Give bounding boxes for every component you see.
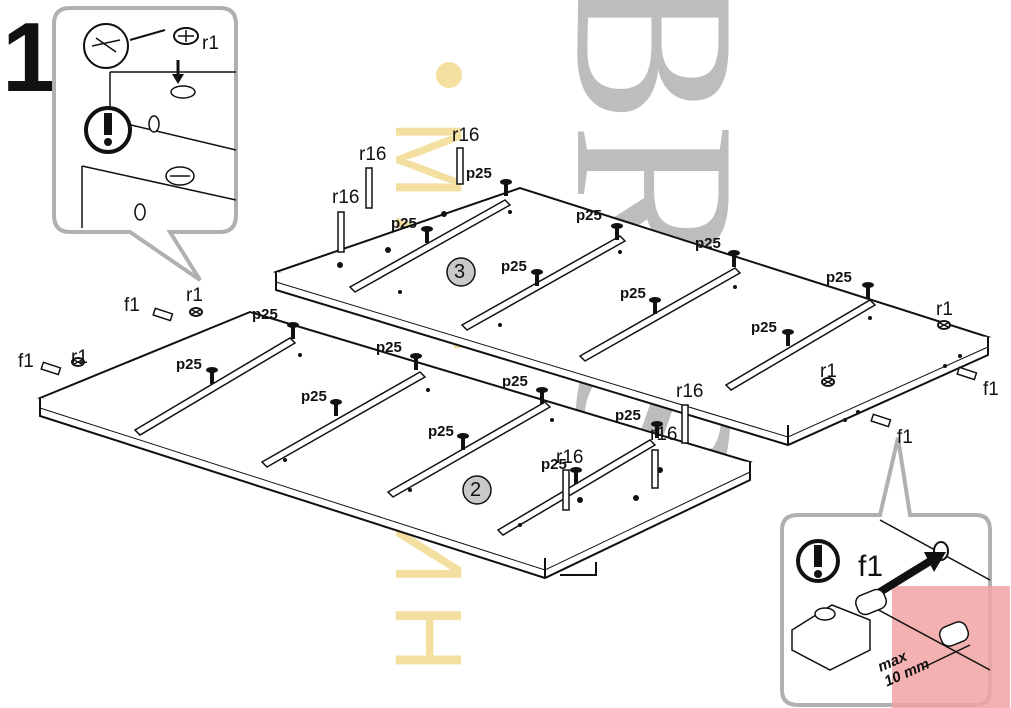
label-r16: r16 — [359, 144, 387, 165]
label-p25: p25 — [176, 356, 202, 373]
label-p25: p25 — [826, 269, 852, 286]
callout-top — [52, 6, 238, 282]
label-r1: r1 — [71, 347, 88, 368]
label-p25: p25 — [695, 235, 721, 252]
watermark-dot — [436, 62, 462, 88]
label-r16: r16 — [676, 381, 704, 402]
panel-3 — [272, 186, 991, 447]
label-f1: f1 — [124, 295, 140, 316]
label-f1: f1 — [983, 379, 999, 400]
label-p25: p25 — [751, 319, 777, 336]
label-f1: f1 — [858, 550, 884, 583]
label-r1: r1 — [820, 361, 837, 382]
label-p25: p25 — [301, 388, 327, 405]
label-r16: r16 — [452, 125, 480, 146]
label-p25: p25 — [620, 285, 646, 302]
panel-number-2: 2 — [470, 479, 482, 501]
label-p25: p25 — [615, 407, 641, 424]
panel-2 — [37, 310, 753, 580]
label-r16: r16 — [332, 187, 360, 208]
label-p25: p25 — [428, 423, 454, 440]
label-r1: r1 — [202, 33, 219, 54]
label-p25: p25 — [576, 207, 602, 224]
step-number: 1 — [2, 2, 57, 112]
label-p25: p25 — [252, 306, 278, 323]
label-r16: r16 — [556, 447, 584, 468]
label-p25: p25 — [541, 456, 567, 473]
label-p25: p25 — [502, 373, 528, 390]
label-f1: f1 — [897, 427, 913, 448]
label-f1: f1 — [18, 351, 34, 372]
label-r1: r1 — [936, 299, 953, 320]
label-p25: p25 — [391, 215, 417, 232]
label-r1: r1 — [186, 285, 203, 306]
label-p25: p25 — [376, 339, 402, 356]
panel-number-3: 3 — [454, 261, 466, 283]
label-p25: p25 — [466, 165, 492, 182]
label-p25: p25 — [501, 258, 527, 275]
label-r16: r16 — [650, 424, 678, 445]
